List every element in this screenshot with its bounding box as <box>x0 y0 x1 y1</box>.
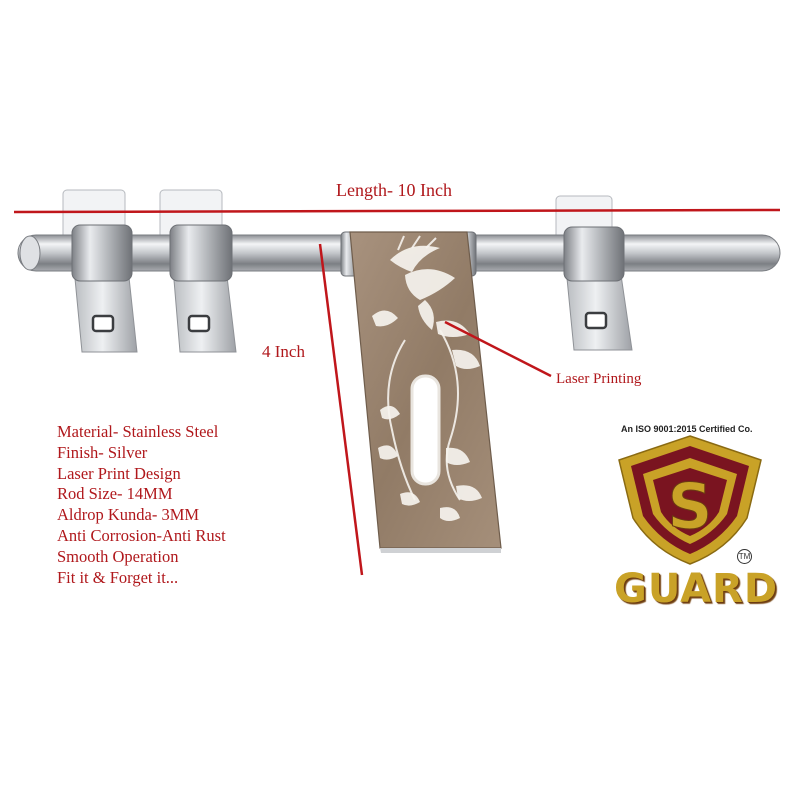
iso-certification: An ISO 9001:2015 Certified Co. <box>621 424 753 434</box>
spec-rod-size: Rod Size- 14MM <box>57 484 173 504</box>
spec-fit: Fit it & Forget it... <box>57 567 179 587</box>
shield-letter: S <box>668 470 713 543</box>
spec-material: Material- Stainless Steel <box>57 422 219 441</box>
brand-name: GUARD <box>614 566 779 612</box>
bracket-slots <box>91 311 608 333</box>
measurement-lines <box>13 208 781 576</box>
spec-list: Material- Stainless Steel Finish- Silver… <box>57 422 226 588</box>
bracket-lower-plates <box>73 267 633 353</box>
rod-collars <box>71 224 625 282</box>
laser-printing-label: Laser Printing <box>556 371 642 387</box>
spec-kunda: Aldrop Kunda- 3MM <box>57 505 200 525</box>
spec-anti-rust: Anti Corrosion-Anti Rust <box>57 525 226 545</box>
spec-operation: Smooth Operation <box>57 546 179 566</box>
guard-shield-logo-icon: S <box>618 435 762 565</box>
laser-printed-plate <box>349 231 502 553</box>
height-label: 4 Inch <box>262 342 305 361</box>
trademark-badge: TM <box>737 549 752 564</box>
spec-finish: Finish- Silver <box>57 442 148 462</box>
spec-print: Laser Print Design <box>57 463 181 483</box>
length-label: Length- 10 Inch <box>336 180 452 200</box>
